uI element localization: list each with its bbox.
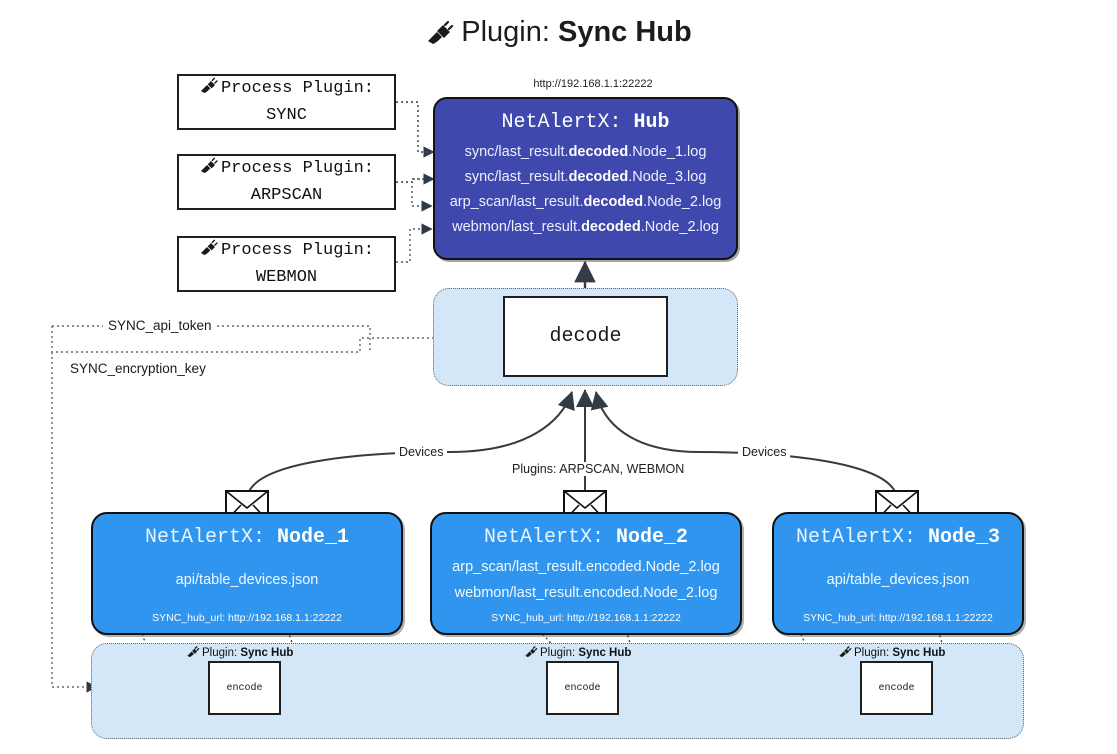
encode-box-node-2[interactable]: encode: [546, 661, 619, 715]
hub-log-0: sync/last_result.decoded.Node_1.log: [464, 144, 707, 160]
encoder-tag-node-2: Plugin: Sync Hub: [524, 645, 631, 661]
plug-icon: [425, 19, 455, 53]
plug-icon: [199, 156, 219, 184]
encode-label: encode: [878, 682, 915, 694]
edge-label-center: Plugins: ARPSCAN, WEBMON: [508, 462, 689, 476]
sync-api-token-label: SYNC_api_token: [103, 318, 217, 333]
process-plugin-webmon[interactable]: Process Plugin: WEBMON: [177, 236, 396, 292]
plug-icon: [199, 76, 219, 104]
hub-log-2: arp_scan/last_result.decoded.Node_2.log: [449, 193, 722, 210]
node-box-node-1[interactable]: NetAlertX: Node_1 api/table_devices.json…: [91, 512, 403, 635]
process-plugin-line2: ARPSCAN: [250, 185, 323, 205]
process-plugin-line1: Process Plugin:: [220, 241, 375, 261]
hub-header-prefix: NetAlertX:: [501, 111, 622, 134]
process-plugin-line1: Process Plugin:: [220, 79, 375, 99]
edge-label-right: Devices: [738, 445, 791, 459]
encoder-tag-node-1: Plugin: Sync Hub: [186, 645, 293, 661]
plug-icon: [524, 645, 538, 661]
node-header: NetAlertX: Node_3: [795, 526, 1001, 549]
plug-icon: [199, 238, 219, 266]
process-plugin-line1: Process Plugin:: [220, 159, 375, 179]
hub-log-1: sync/last_result.decoded.Node_3.log: [464, 168, 707, 185]
hub-header-name: Hub: [633, 111, 670, 134]
node-footer: SYNC_hub_url: http://192.168.1.1:22222: [491, 612, 681, 624]
node-header: NetAlertX: Node_1: [144, 526, 350, 549]
edge-label-left: Devices: [395, 445, 448, 459]
node-resource: arp_scan/last_result.encoded.Node_2.log: [452, 559, 720, 576]
plug-icon: [838, 645, 852, 661]
encode-label: encode: [564, 682, 601, 694]
hub-node[interactable]: NetAlertX: Hub sync/last_result.decoded.…: [433, 97, 738, 260]
plug-icon: [186, 645, 200, 661]
node-resource: webmon/last_result.encoded.Node_2.log: [454, 584, 718, 601]
node-header: NetAlertX: Node_2: [483, 526, 689, 549]
node-footer: SYNC_hub_url: http://192.168.1.1:22222: [803, 612, 993, 624]
hub-log-3: webmon/last_result.decoded.Node_2.log: [452, 218, 719, 235]
process-plugin-arpscan[interactable]: Process Plugin: ARPSCAN: [177, 154, 396, 210]
page-title: Plugin: Sync Hub: [0, 16, 1117, 53]
process-plugin-line2: WEBMON: [255, 267, 318, 287]
encode-label: encode: [226, 682, 263, 694]
title-prefix: Plugin:: [461, 16, 550, 48]
sync-encryption-key-label: SYNC_encryption_key: [65, 361, 211, 376]
encode-box-node-1[interactable]: encode: [208, 661, 281, 715]
decode-label: decode: [549, 325, 622, 348]
title-name: Sync Hub: [557, 16, 692, 48]
node-footer: SYNC_hub_url: http://192.168.1.1:22222: [152, 612, 342, 624]
hub-header: NetAlertX: Hub: [501, 111, 669, 134]
decode-box[interactable]: decode: [503, 296, 668, 377]
process-plugin-line2: SYNC: [266, 105, 307, 125]
encode-box-node-3[interactable]: encode: [860, 661, 933, 715]
node-resource: api/table_devices.json: [826, 571, 970, 588]
process-plugin-sync[interactable]: Process Plugin: SYNC: [177, 74, 396, 130]
node-resource: api/table_devices.json: [175, 571, 319, 588]
node-box-node-2[interactable]: NetAlertX: Node_2 arp_scan/last_result.e…: [430, 512, 742, 635]
node-box-node-3[interactable]: NetAlertX: Node_3 api/table_devices.json…: [772, 512, 1024, 635]
hub-url-label: http://192.168.1.1:22222: [533, 78, 653, 90]
encoder-tag-node-3: Plugin: Sync Hub: [838, 645, 945, 661]
